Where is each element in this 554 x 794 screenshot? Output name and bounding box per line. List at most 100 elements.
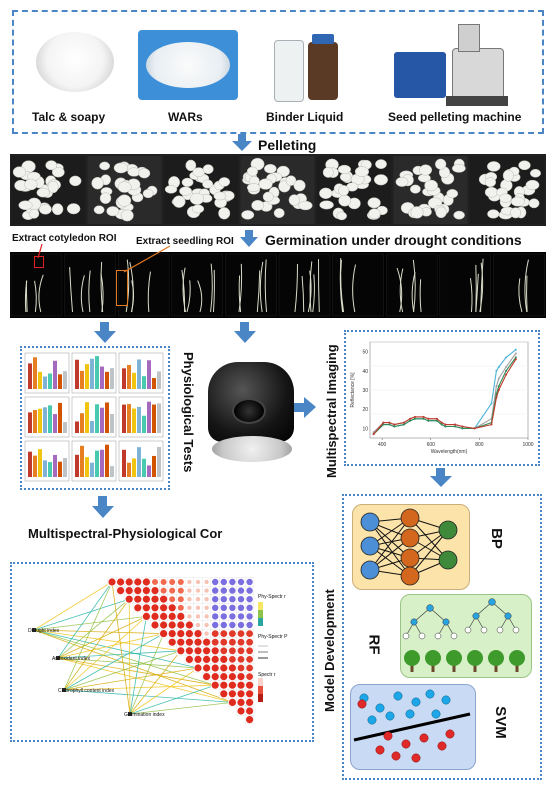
pellet-seed xyxy=(367,197,381,209)
correlation-dot xyxy=(195,605,201,610)
correlation-dot xyxy=(229,613,236,620)
seedling-stem xyxy=(352,264,356,313)
physio-bar xyxy=(132,372,136,389)
correlation-link-line xyxy=(63,598,130,691)
correlation-dot xyxy=(177,604,184,611)
correlation-dot xyxy=(187,597,192,602)
physio-bar xyxy=(152,378,156,389)
pellet-seed xyxy=(172,195,186,208)
spectrum-y-tick-label: 30 xyxy=(362,388,368,394)
correlation-dot xyxy=(220,664,228,672)
correlation-dot xyxy=(237,621,245,629)
bp-connection xyxy=(369,517,411,571)
physio-bar xyxy=(38,449,42,477)
pellet-seed xyxy=(337,164,352,175)
correlation-dot xyxy=(134,587,142,595)
rf-tree-crown xyxy=(509,650,525,666)
physio-bar xyxy=(147,360,151,389)
index-label-germination: Germination index xyxy=(124,712,165,718)
svm-class-a-point xyxy=(393,691,403,701)
seedling-stem xyxy=(238,263,243,313)
correlation-dot xyxy=(237,630,245,637)
physio-bar xyxy=(110,368,114,389)
machine-base xyxy=(446,96,508,106)
pellet-seed xyxy=(453,210,465,220)
rf-node xyxy=(442,618,450,626)
correlation-dot xyxy=(108,578,116,586)
spectrum-point xyxy=(473,427,476,430)
correlation-dot xyxy=(237,664,245,672)
physio-bar xyxy=(127,404,131,433)
legend-title-phy-spectr-r: Phy-Spectr r xyxy=(258,594,286,600)
correlation-dot xyxy=(168,604,176,612)
physio-bar xyxy=(28,451,32,477)
pellet-seed xyxy=(91,176,104,190)
correlation-dot xyxy=(177,587,184,594)
spectrum-point xyxy=(435,419,438,422)
correlation-dot xyxy=(229,578,236,586)
physio-bar xyxy=(90,358,94,389)
correlation-dot xyxy=(177,579,184,585)
spectrum-y-axis-label: Reflectance [%] xyxy=(350,372,356,408)
pellet-seed xyxy=(179,186,192,196)
rf-node xyxy=(504,612,512,620)
correlation-dot xyxy=(229,596,236,603)
pellet-seed xyxy=(117,181,132,193)
correlation-dot xyxy=(211,647,219,655)
pellet-seed xyxy=(258,178,273,190)
correlation-dot xyxy=(237,698,245,706)
seedling-stem xyxy=(479,262,484,313)
pellet-seed xyxy=(181,177,194,187)
seedling-stem xyxy=(210,263,213,313)
correlation-dot xyxy=(185,621,193,629)
physio-bar xyxy=(85,364,89,389)
correlation-dot xyxy=(246,673,254,680)
pellet-seed xyxy=(28,208,40,219)
seedling-stem xyxy=(317,259,320,313)
correlation-link-line xyxy=(63,581,113,691)
arrow-to-camera xyxy=(234,322,256,343)
seedling-stem xyxy=(419,279,422,313)
pellet-seed xyxy=(528,198,540,209)
correlation-dot xyxy=(220,647,228,655)
rf-tree-trunk xyxy=(452,664,456,672)
correlation-dot xyxy=(246,587,253,594)
seedling-panel xyxy=(225,253,277,317)
machine-motor xyxy=(458,24,480,52)
rf-leaf-node xyxy=(434,632,442,640)
spectrum-point xyxy=(514,352,517,355)
correlation-dot xyxy=(151,595,159,603)
correlation-dot xyxy=(195,579,201,585)
spectrum-x-tick-label: 800 xyxy=(475,442,484,448)
svm-class-a-point xyxy=(367,715,377,725)
rf-tree-trunk xyxy=(494,664,498,672)
correlation-dot xyxy=(194,638,202,646)
seedling-stem xyxy=(256,270,261,313)
spectrum-point xyxy=(497,365,500,368)
material-label-talc: Talc & soapy xyxy=(32,110,106,124)
correlation-dot xyxy=(211,664,219,672)
rf-leaf-node xyxy=(450,632,458,640)
correlation-dot xyxy=(195,622,201,628)
seedling-stem xyxy=(396,267,403,313)
pellet-seed xyxy=(486,161,501,172)
correlation-dot xyxy=(151,604,159,612)
correlation-dot xyxy=(142,604,150,612)
correlation-dot xyxy=(185,647,193,655)
physio-bar xyxy=(33,455,37,477)
correlation-dot xyxy=(229,621,236,629)
correlation-dot xyxy=(220,596,227,603)
physio-bar xyxy=(53,414,57,433)
pellet-seed xyxy=(502,169,514,182)
physio-bar xyxy=(48,405,52,433)
pellet-seed xyxy=(424,179,438,192)
seedling-panel xyxy=(10,253,63,317)
bp-neuron xyxy=(438,520,458,540)
spectrum-x-tick-label: 1000 xyxy=(522,442,533,448)
correlation-dot xyxy=(237,673,245,681)
correlation-dot xyxy=(134,578,142,586)
seedling-stem xyxy=(125,259,130,313)
seedling-roi-box xyxy=(116,270,128,306)
correlation-dot xyxy=(195,597,201,602)
pellet-seed xyxy=(246,166,258,177)
